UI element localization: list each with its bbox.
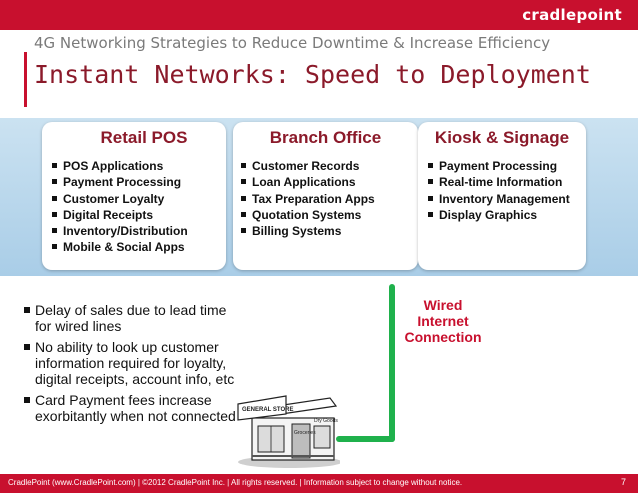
card-list: Customer Records Loan Applications Tax P… — [237, 158, 414, 239]
list-item: Payment Processing — [52, 174, 222, 190]
bullet-icon — [241, 228, 246, 234]
card-title: Branch Office — [269, 128, 382, 147]
list-item: Customer Records — [241, 158, 414, 174]
bullet-icon — [52, 179, 57, 185]
brand-logo: cradlepoint — [522, 6, 622, 24]
list-item: Inventory Management — [428, 191, 582, 207]
card-kiosk-signage: Kiosk & Signage Payment Processing Real-… — [418, 122, 586, 270]
bullet-icon — [428, 195, 433, 201]
bullet-icon — [241, 179, 246, 185]
list-item: Inventory/Distribution — [52, 223, 222, 239]
card-title: Kiosk & Signage — [434, 128, 570, 147]
list-item: Delay of sales due to lead time for wire… — [24, 302, 239, 334]
card-branch-office: Branch Office Customer Records Loan Appl… — [233, 122, 418, 270]
bullet-icon — [24, 397, 30, 403]
list-item: Loan Applications — [241, 174, 414, 190]
bullet-icon — [52, 163, 57, 168]
list-item: Real-time Information — [428, 174, 582, 190]
list-item: POS Applications — [52, 158, 222, 174]
wired-connection-label: Wired Internet Connection — [404, 297, 482, 345]
footer-copyright: CradlePoint (www.CradlePoint.com) | ©201… — [8, 478, 463, 487]
bullet-icon — [428, 211, 433, 217]
card-title: Retail POS — [100, 128, 188, 147]
bullet-icon — [241, 211, 246, 217]
wired-connection-line — [336, 436, 395, 442]
list-item: Customer Loyalty — [52, 191, 222, 207]
title-accent-bar — [24, 52, 27, 107]
list-item: Payment Processing — [428, 158, 582, 174]
header-bar: cradlepoint — [0, 0, 638, 30]
list-item: Digital Receipts — [52, 207, 222, 223]
bullet-icon — [52, 244, 57, 250]
list-item: No ability to look up customer informati… — [24, 339, 239, 387]
bullet-icon — [241, 195, 246, 201]
list-item: Tax Preparation Apps — [241, 191, 414, 207]
bullet-icon — [24, 344, 30, 350]
footer-bar: CradlePoint (www.CradlePoint.com) | ©201… — [0, 474, 638, 493]
store-sign-text: Dry Goods — [314, 418, 338, 424]
card-list: Payment Processing Real-time Information… — [422, 158, 582, 223]
bullet-icon — [24, 307, 30, 313]
bullet-icon — [52, 195, 57, 201]
bullet-icon — [428, 179, 433, 185]
bullet-icon — [52, 211, 57, 217]
list-item: Mobile & Social Apps — [52, 239, 222, 255]
list-item: Billing Systems — [241, 223, 414, 239]
slide-title: Instant Networks: Speed to Deployment — [34, 60, 591, 89]
page-number: 7 — [620, 477, 626, 487]
bullet-icon — [428, 163, 433, 168]
card-retail-pos: Retail POS POS Applications Payment Proc… — [42, 122, 226, 270]
slide-subtitle: 4G Networking Strategies to Reduce Downt… — [34, 34, 551, 52]
store-illustration: GENERAL STORE Groceries Dry Goods — [237, 395, 340, 468]
bullet-icon — [241, 163, 246, 168]
card-list: POS Applications Payment Processing Cust… — [46, 158, 222, 256]
wired-connection-line — [389, 284, 395, 442]
list-item: Display Graphics — [428, 207, 582, 223]
list-item: Quotation Systems — [241, 207, 414, 223]
store-sign-text: GENERAL STORE — [242, 407, 293, 413]
issues-list: Delay of sales due to lead time for wire… — [24, 302, 239, 429]
list-item: Card Payment fees increase exorbitantly … — [24, 392, 239, 424]
bullet-icon — [52, 228, 57, 234]
store-sign-text: Groceries — [294, 430, 316, 436]
